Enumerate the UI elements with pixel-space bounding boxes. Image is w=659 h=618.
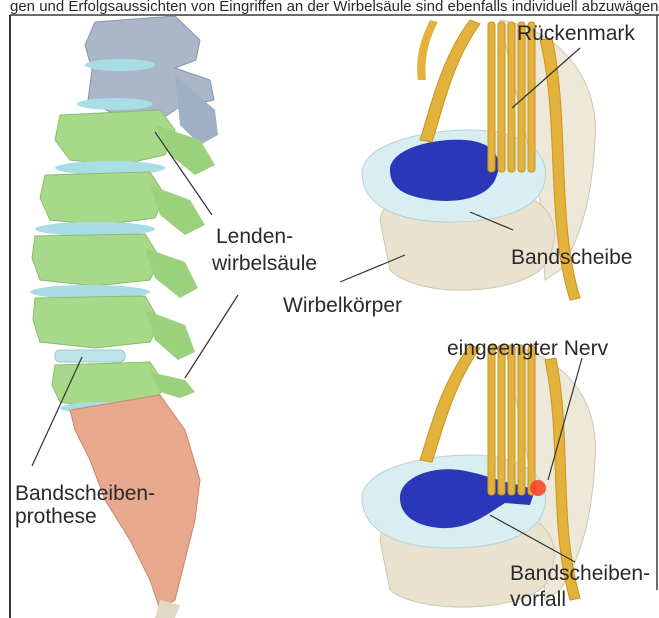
thoracic-disc [85, 59, 155, 71]
lumbar-vertebra-l3 [32, 234, 160, 286]
header-partial-text: gen und Erfolgsaussichten von Eingriffen… [10, 0, 659, 15]
lumbar-vertebra-l4 [33, 296, 160, 348]
label-lenden-line1: Lenden- [216, 225, 293, 248]
label-prothese-line1: Bandscheiben- [15, 482, 155, 505]
label-rueckenmark: Rückenmark [517, 22, 635, 45]
lumbar-vertebra-l1 [55, 110, 175, 165]
label-bandscheibe: Bandscheibe [511, 246, 632, 269]
thoracic-disc [77, 98, 153, 110]
label-vorfall-line2: vorfall [510, 588, 566, 611]
lumbar-vertebra-l2 [40, 172, 165, 225]
spinal-cord-nerves-lower [488, 345, 535, 495]
inflammation-spot [530, 480, 546, 496]
label-lenden-line2: wirbelsäule [211, 252, 317, 275]
label-nerv: eingeengter Nerv [447, 337, 609, 360]
label-vorfall-line1: Bandscheiben- [510, 562, 650, 585]
label-wirbelkoerper: Wirbelkörper [283, 294, 402, 317]
leader-line-lendenwirbelsaeule-lower [185, 295, 238, 378]
disc-prosthesis [55, 350, 125, 362]
nerve-root-top [417, 20, 438, 80]
label-prothese-line2: prothese [15, 505, 97, 528]
nerve-root-left-lower [420, 345, 480, 462]
